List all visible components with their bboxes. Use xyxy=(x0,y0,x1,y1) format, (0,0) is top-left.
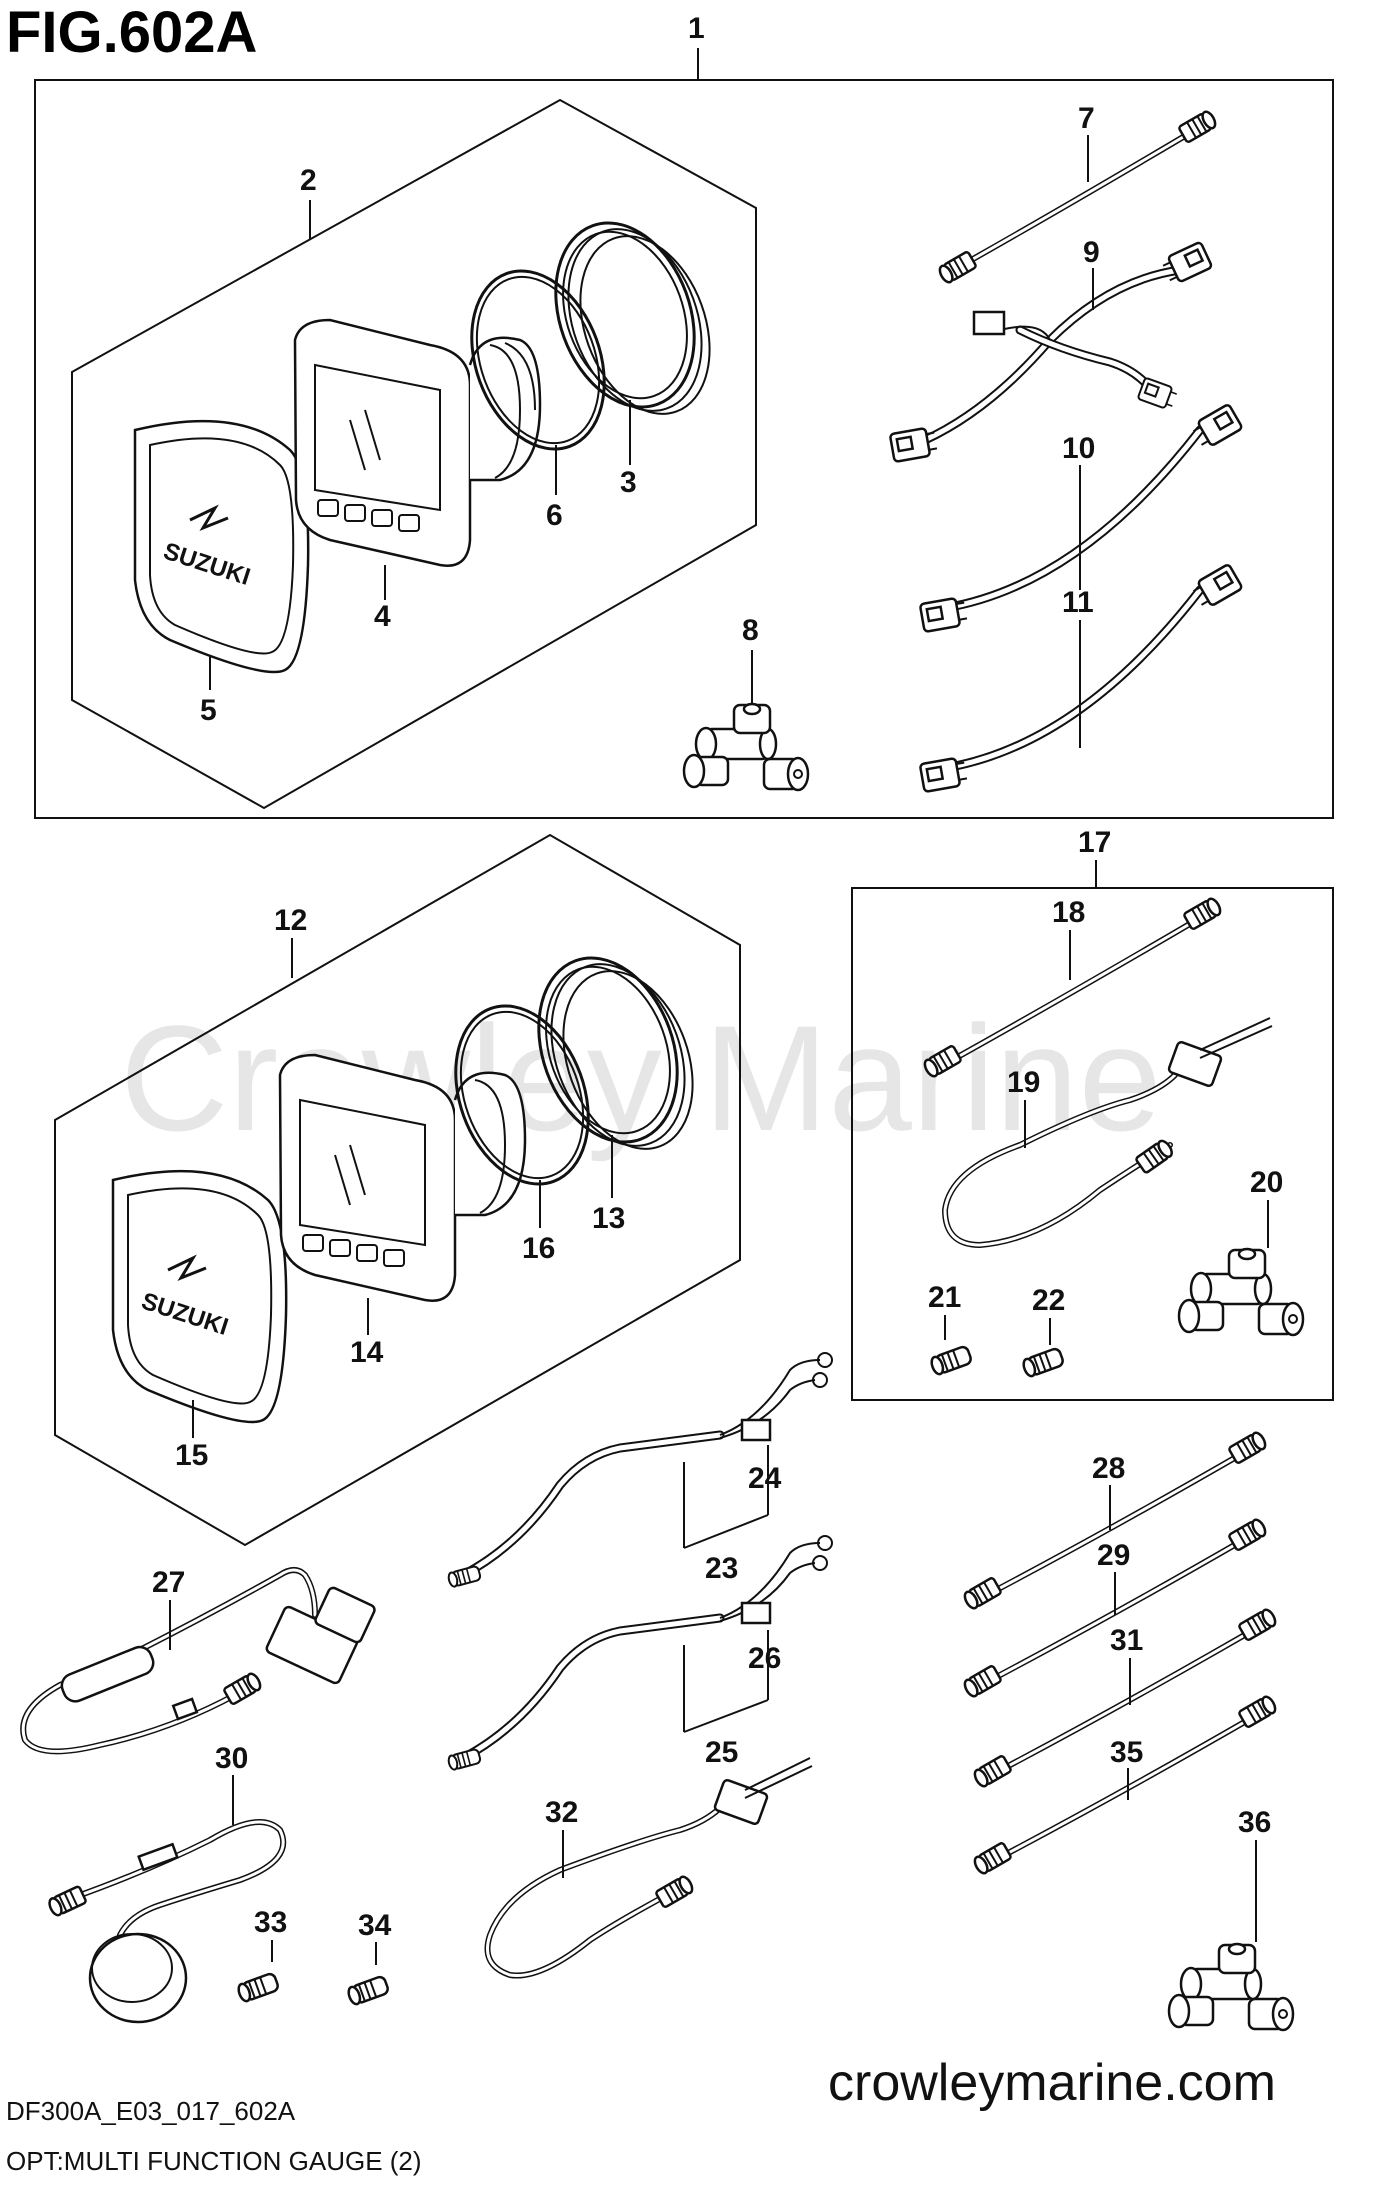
gauge-cover-part-5: SUZUKI xyxy=(133,419,310,674)
callout-25: 25 xyxy=(705,1736,738,1769)
website-label: crowleymarine.com xyxy=(828,2054,1276,2112)
cable-part-29 xyxy=(961,1516,1269,1700)
callout-4: 4 xyxy=(374,600,391,633)
o-ring-part-6 xyxy=(470,269,606,451)
callout-17: 17 xyxy=(1078,826,1111,859)
callout-9: 9 xyxy=(1083,236,1100,269)
cable-part-7 xyxy=(936,108,1219,286)
figure-code: DF300A_E03_017_602A xyxy=(6,2096,296,2126)
callout-18: 18 xyxy=(1052,896,1085,929)
callout-31: 31 xyxy=(1110,1624,1143,1657)
callout-29: 29 xyxy=(1097,1539,1130,1572)
gauge-part-4 xyxy=(293,318,542,567)
callout-22: 22 xyxy=(1032,1284,1065,1317)
callout-10: 10 xyxy=(1062,432,1095,465)
harness-part-9 xyxy=(888,240,1214,464)
callout-28: 28 xyxy=(1092,1452,1125,1485)
terminator-part-22 xyxy=(1020,1346,1066,1379)
cable-part-18 xyxy=(921,895,1224,1080)
tee-connector-part-20 xyxy=(1177,1247,1305,1337)
kit-1-frame xyxy=(34,79,1334,819)
sensor-part-27 xyxy=(20,1567,376,1755)
gauge-kit-12-outline xyxy=(54,833,741,1547)
callout-2: 2 xyxy=(300,164,317,197)
callout-23: 23 xyxy=(705,1552,738,1585)
callout-27: 27 xyxy=(152,1566,185,1599)
callout-20: 20 xyxy=(1250,1166,1283,1199)
retaining-ring-part-13 xyxy=(537,956,694,1150)
cable-part-35 xyxy=(971,1693,1279,1877)
callout-35: 35 xyxy=(1110,1736,1143,1769)
callout-36: 36 xyxy=(1238,1806,1271,1839)
callout-13: 13 xyxy=(592,1202,625,1235)
clip-part-26 xyxy=(740,1601,772,1625)
callouts: 1 2 3 4 5 6 7 8 9 10 11 12 13 14 15 16 1… xyxy=(152,12,1283,1942)
cable-part-31 xyxy=(971,1606,1279,1790)
terminator-part-21 xyxy=(928,1344,974,1377)
figure-caption: OPT:MULTI FUNCTION GAUGE (2) xyxy=(6,2146,422,2176)
terminator-part-33 xyxy=(235,1971,281,2004)
callout-1: 1 xyxy=(688,12,705,45)
o-ring-part-16 xyxy=(454,1004,590,1186)
cable-part-23 xyxy=(446,1352,833,1589)
gauge-part-14 xyxy=(278,1053,527,1302)
callout-8: 8 xyxy=(742,614,759,647)
callout-30: 30 xyxy=(215,1742,248,1775)
callout-15: 15 xyxy=(175,1439,208,1472)
retaining-ring-part-3 xyxy=(554,221,711,415)
callout-32: 32 xyxy=(545,1796,578,1829)
callout-24: 24 xyxy=(748,1462,782,1495)
tee-connector-part-8 xyxy=(682,702,810,792)
callout-33: 33 xyxy=(254,1906,287,1939)
callout-34: 34 xyxy=(358,1909,392,1942)
watermark: Crowley Marine xyxy=(120,994,1162,1162)
gauge-cover-part-15: SUZUKI xyxy=(111,1169,288,1424)
cable-part-28 xyxy=(961,1429,1269,1612)
callout-19: 19 xyxy=(1007,1066,1040,1099)
terminator-part-34 xyxy=(345,1974,391,2007)
callout-5: 5 xyxy=(200,694,217,727)
callout-6: 6 xyxy=(546,499,563,532)
gps-antenna-part-30 xyxy=(45,1819,287,2024)
callout-14: 14 xyxy=(350,1336,384,1369)
callout-3: 3 xyxy=(620,466,637,499)
cable-part-11 xyxy=(918,562,1244,794)
callout-21: 21 xyxy=(928,1281,961,1314)
gauge-kit-2-outline xyxy=(71,98,757,810)
callout-16: 16 xyxy=(522,1232,555,1265)
callout-12: 12 xyxy=(274,904,307,937)
cable-part-19 xyxy=(941,1017,1273,1249)
callout-7: 7 xyxy=(1078,102,1095,135)
clip-part-24 xyxy=(740,1418,772,1442)
figure-title: FIG.602A xyxy=(6,0,257,65)
tee-connector-part-36 xyxy=(1167,1942,1295,2032)
callout-26: 26 xyxy=(748,1642,781,1675)
kit-17-frame xyxy=(851,887,1334,1401)
cable-part-10 xyxy=(918,402,1244,634)
cable-part-32 xyxy=(484,1757,813,1979)
callout-11: 11 xyxy=(1062,586,1094,619)
